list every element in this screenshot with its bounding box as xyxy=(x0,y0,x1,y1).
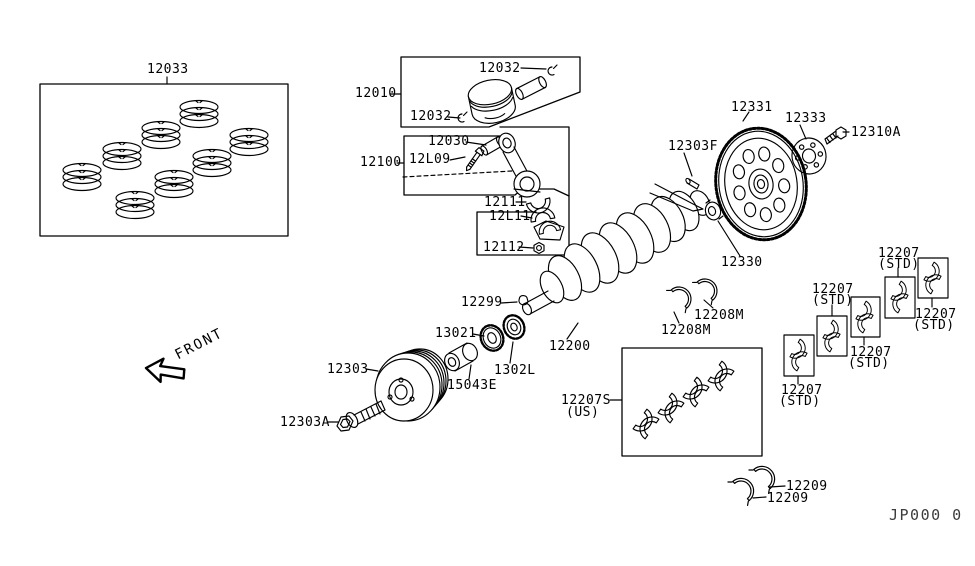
thrust-washers-drawing xyxy=(666,271,725,324)
label-rod-bolt[interactable]: 12L09 xyxy=(409,152,451,167)
label-piston-pin[interactable]: 12030 xyxy=(428,134,470,149)
woodruff-key-drawing xyxy=(500,295,529,306)
label-pilot-bushing[interactable]: 12330 xyxy=(721,255,763,270)
rod-bolt-drawing xyxy=(465,147,485,172)
label-pulley[interactable]: 12303 xyxy=(327,362,369,377)
label-flywheel[interactable]: 12331 xyxy=(731,100,773,115)
label-main-bearing-4[interactable]: 12207 xyxy=(878,246,920,261)
rod-bearing-lower-drawing xyxy=(528,205,556,223)
connecting-rod-drawing xyxy=(449,132,565,255)
label-ring-set[interactable]: 12033 xyxy=(147,62,189,77)
label-pulley-bolt[interactable]: 12303A xyxy=(280,415,330,430)
main-bearing-std-boxes xyxy=(783,257,949,385)
label-rear-thrust-washer-1[interactable]: 12209 xyxy=(786,479,828,494)
label-rod-assembly[interactable]: 12100 xyxy=(360,155,402,170)
piston-drawing xyxy=(447,64,558,124)
label-crank-rotor[interactable]: 1302L xyxy=(494,363,536,378)
label-main-bearing-2[interactable]: 12207 xyxy=(812,282,854,297)
crankshaft-drawing xyxy=(521,183,711,340)
diagram-plate-code: JP000 0 xyxy=(889,506,963,524)
label-crank-sprocket[interactable]: 13021 xyxy=(435,326,477,341)
label-drive-plate[interactable]: 12333 xyxy=(785,111,827,126)
rod-nut-drawing xyxy=(533,241,545,255)
ring-set-box xyxy=(39,76,289,237)
flywheel-bolt-drawing xyxy=(824,126,850,145)
label-thrust-washer-2[interactable]: 12208M xyxy=(661,323,711,338)
label-crankshaft[interactable]: 12200 xyxy=(549,339,591,354)
label-main-bearing-set[interactable]: 12207S xyxy=(561,393,611,408)
label-pin-clip-upper[interactable]: 12032 xyxy=(479,61,521,76)
label-main-bearing-set-market: (US) xyxy=(566,405,600,420)
pulley-drawing xyxy=(365,348,449,422)
pin-clip-upper-drawing xyxy=(547,64,558,76)
main-bearing-set-drawing xyxy=(632,360,735,440)
label-main-bearing-3[interactable]: 12207 xyxy=(850,345,892,360)
label-main-bearing-5[interactable]: 12207 xyxy=(915,307,957,322)
main-bearing-set-box xyxy=(609,347,763,457)
crank-sprocket-drawing xyxy=(479,324,505,352)
label-main-bearing-5-grade: (STD) xyxy=(913,318,955,333)
label-woodruff-key[interactable]: 12299 xyxy=(461,295,503,310)
label-pin-clip-lower[interactable]: 12032 xyxy=(410,109,452,124)
label-rod-bearing-lower[interactable]: 12L11 xyxy=(489,209,531,224)
label-thrust-washer-1[interactable]: 12208M xyxy=(694,308,744,323)
label-piston-assembly[interactable]: 12010 xyxy=(355,86,397,101)
label-rod-nut[interactable]: 12112 xyxy=(483,240,525,255)
label-main-bearing-4-grade: (STD) xyxy=(878,257,920,272)
label-main-bearing-3-grade: (STD) xyxy=(848,356,890,371)
flywheel-drawing xyxy=(714,126,808,242)
rear-thrust-washers-drawing xyxy=(727,458,786,506)
label-rod-bearing-upper[interactable]: 12111 xyxy=(484,195,526,210)
label-rear-thrust-washer-2[interactable]: 12209 xyxy=(767,491,809,506)
crank-rotor-drawing xyxy=(502,314,526,340)
label-collar[interactable]: 15043E xyxy=(447,378,497,393)
label-main-bearing-2-grade: (STD) xyxy=(812,293,854,308)
piston-box xyxy=(389,56,581,128)
label-flywheel-bolt[interactable]: 12310A xyxy=(851,125,901,140)
label-dowel-pin[interactable]: 12303F xyxy=(668,139,718,154)
pulley-bolt-drawing xyxy=(327,400,386,432)
dowel-pin-drawing xyxy=(683,152,700,190)
piston-rings-drawing xyxy=(62,99,269,220)
pilot-bushing-drawing xyxy=(704,199,741,257)
label-main-bearing-1-grade: (STD) xyxy=(779,394,821,409)
front-arrow xyxy=(144,357,186,384)
label-main-bearing-1[interactable]: 12207 xyxy=(781,383,823,398)
pin-clip-lower-drawing xyxy=(457,111,468,123)
collar-drawing xyxy=(444,342,478,380)
